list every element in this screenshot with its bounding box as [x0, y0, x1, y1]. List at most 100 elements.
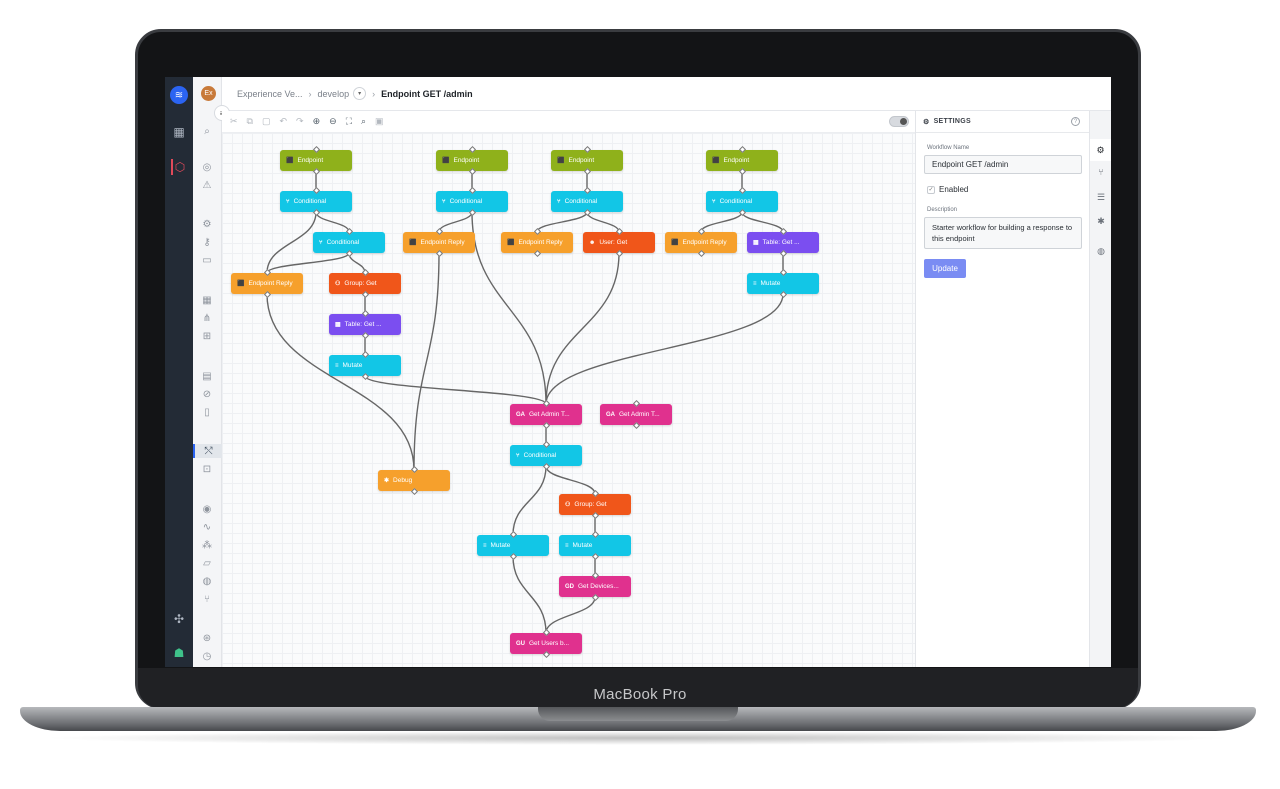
zoom-out-icon[interactable]: ⊖: [329, 116, 337, 126]
config-icon[interactable]: ⊛: [202, 632, 212, 644]
workflows-icon[interactable]: ⤲: [193, 444, 222, 458]
bug-tab-icon[interactable]: ✱: [1097, 215, 1105, 226]
storage-tab-icon[interactable]: ☰: [1096, 191, 1106, 202]
node-connection: [471, 211, 547, 405]
integration-icon[interactable]: ◉: [202, 503, 212, 515]
node-label: Endpoint Reply: [518, 239, 563, 246]
workflow-node-conditional[interactable]: ⑂Conditional: [551, 191, 623, 212]
workflow-node-debug[interactable]: ✱Debug: [378, 470, 450, 491]
workflow-node-conditional[interactable]: ⑂Conditional: [280, 191, 352, 212]
workflow-node-reply[interactable]: ⬛Endpoint Reply: [665, 232, 737, 253]
description-textarea[interactable]: Starter workflow for building a response…: [924, 217, 1082, 249]
node-label: Endpoint Reply: [420, 239, 465, 246]
app-logo-icon[interactable]: ≋: [170, 86, 188, 104]
workflow-node-group[interactable]: ☻User: Get: [583, 232, 655, 253]
cut-icon[interactable]: ✂: [230, 116, 238, 126]
node-label: Conditional: [523, 452, 557, 459]
device-brand: MacBook Pro: [593, 686, 687, 703]
laptop-shadow: [40, 731, 1236, 745]
node-label: Conditional: [564, 198, 598, 205]
layout-icon[interactable]: ⊞: [202, 330, 212, 342]
help-icon[interactable]: ?: [1071, 117, 1080, 126]
breadcrumb-version[interactable]: develop: [317, 88, 350, 99]
paste-icon[interactable]: ▢: [261, 116, 271, 126]
checkmark-icon[interactable]: ✓: [927, 185, 935, 194]
copy-icon[interactable]: ⧉: [246, 116, 253, 126]
fit-icon[interactable]: ⛶: [345, 116, 352, 126]
primary-nav: ≋ ▦ ⬡ ✣ ☗: [165, 77, 193, 667]
workflow-name-input[interactable]: Endpoint GET /admin: [924, 155, 1082, 174]
version-tab-icon[interactable]: ⑂: [1098, 167, 1104, 177]
workflow-node-conditional[interactable]: ⑂Conditional: [436, 191, 508, 212]
workflow-node-reply[interactable]: ⬛Endpoint Reply: [403, 232, 475, 253]
globe-icon[interactable]: ◍: [202, 575, 212, 587]
calendar-icon[interactable]: ▤: [202, 370, 212, 382]
workflow-node-mutate[interactable]: ≡Mutate: [559, 535, 631, 556]
users-icon[interactable]: ⁂: [202, 539, 212, 551]
workflow-name-label: Workflow Name: [927, 145, 970, 151]
node-connection: [545, 293, 784, 405]
bot-icon[interactable]: ☗: [173, 646, 185, 660]
mutate-icon: ≡: [753, 280, 757, 287]
workflow-node-endpoint[interactable]: ⬛Endpoint: [706, 150, 778, 171]
workflow-node-table[interactable]: ▦Table: Get ...: [747, 232, 819, 253]
workflow-node-mutate[interactable]: ≡Mutate: [477, 535, 549, 556]
search-canvas-icon[interactable]: ⌕: [361, 116, 367, 126]
settings-panel: ⚙ SETTINGS ? Workflow Name Endpoint GET …: [915, 111, 1089, 667]
node-label: Endpoint Reply: [248, 280, 293, 287]
branch-icon: ⑂: [712, 198, 716, 205]
activity-icon[interactable]: ∿: [202, 521, 212, 533]
workflow-node-mutate[interactable]: ≡Mutate: [329, 355, 401, 376]
workflow-node-conditional[interactable]: ⑂Conditional: [313, 232, 385, 253]
folder-icon[interactable]: ▱: [203, 557, 211, 569]
workflow-node-group[interactable]: ⚇Group: Get: [559, 494, 631, 515]
update-button[interactable]: Update: [924, 259, 966, 278]
workflow-node-endpoint[interactable]: ⬛Endpoint: [280, 150, 352, 171]
branch-icon[interactable]: ⑂: [204, 593, 210, 605]
endpoint-icon: ⬛: [557, 158, 565, 164]
canvas-toggle[interactable]: [889, 116, 909, 127]
node-label: Endpoint: [568, 157, 595, 164]
breadcrumb-application[interactable]: Experience Ve...: [237, 88, 303, 99]
redo-icon[interactable]: ↷: [296, 116, 304, 126]
webhook-icon[interactable]: ⊡: [202, 463, 212, 475]
search-icon[interactable]: ⌕: [204, 125, 210, 137]
network-icon[interactable]: ✣: [173, 612, 185, 626]
node-connection: [545, 596, 596, 634]
node-label: Mutate: [760, 280, 781, 287]
avatar[interactable]: Ex: [201, 86, 216, 101]
alert-icon[interactable]: ⚠: [202, 179, 212, 191]
undo-icon[interactable]: ↶: [279, 116, 288, 126]
clock-icon[interactable]: ◷: [202, 650, 212, 662]
workflow-node-conditional[interactable]: ⑂Conditional: [706, 191, 778, 212]
workflow-node-conditional[interactable]: ⑂Conditional: [510, 445, 582, 466]
card-icon[interactable]: ▭: [202, 254, 212, 266]
nodes-icon[interactable]: ⋔: [202, 312, 212, 324]
overview-icon[interactable]: ◎: [202, 161, 212, 173]
settings-icon[interactable]: ⚙: [202, 218, 212, 230]
key-icon[interactable]: ⚷: [203, 236, 211, 248]
settings-tab-icon[interactable]: ⚙: [1090, 139, 1111, 161]
comment-icon[interactable]: ▣: [375, 116, 384, 126]
grid-icon[interactable]: ▦: [202, 294, 212, 306]
workflow-canvas[interactable]: ⬛Endpoint⬛Endpoint⬛Endpoint⬛Endpoint⑂Con…: [222, 133, 915, 667]
workflow-node-endpoint[interactable]: ⬛Endpoint: [436, 150, 508, 171]
workflow-node-reply[interactable]: ⬛Endpoint Reply: [501, 232, 573, 253]
dashboard-icon[interactable]: ▦: [173, 125, 185, 139]
workflow-node-endpoint[interactable]: ⬛Endpoint: [551, 150, 623, 171]
enabled-checkbox[interactable]: ✓ Enabled: [927, 185, 968, 194]
workflow-node-group[interactable]: ⚇Group: Get: [329, 273, 401, 294]
zoom-in-icon[interactable]: ⊕: [312, 116, 321, 126]
version-dropdown-icon[interactable]: ▾: [353, 87, 367, 100]
workflow-node-table[interactable]: ▦Table: Get ...: [329, 314, 401, 335]
workflow-node-mutate[interactable]: ≡Mutate: [747, 273, 819, 294]
workflow-node-reply[interactable]: ⬛Endpoint Reply: [231, 273, 303, 294]
compass-icon[interactable]: ⊘: [202, 388, 212, 400]
globe-tab-icon[interactable]: ◍: [1097, 245, 1105, 256]
applications-icon[interactable]: ⬡: [171, 159, 187, 175]
book-icon[interactable]: ▯: [204, 406, 210, 418]
